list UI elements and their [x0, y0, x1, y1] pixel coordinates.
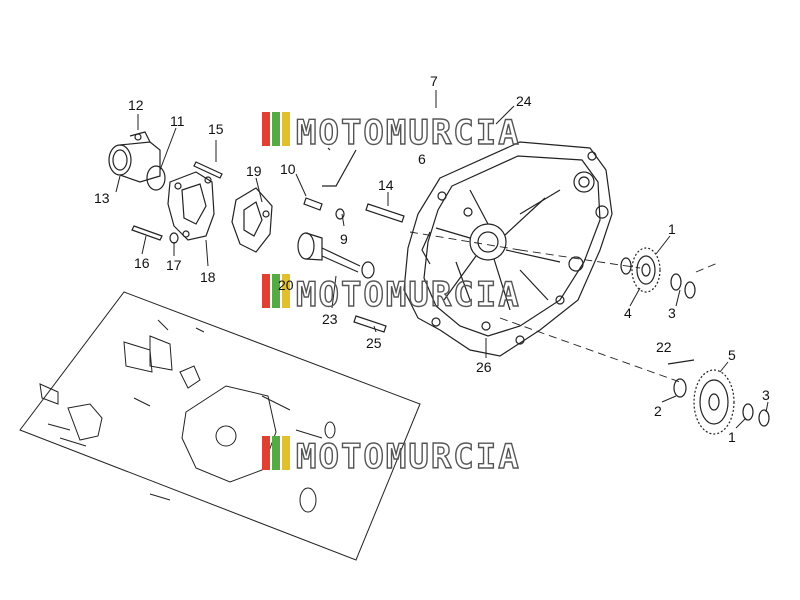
o-ring-11 [146, 165, 166, 191]
callout-1-bottom: 1 [728, 429, 736, 445]
pump-cover-18 [167, 171, 215, 241]
watermark-text: MOTOMURCIA [296, 113, 521, 153]
water-pump-elbow [108, 131, 161, 183]
callout-16: 16 [134, 255, 150, 271]
callout-14: 14 [378, 177, 394, 193]
watermark-middle: MOTOMURCIA [262, 274, 521, 316]
callout-4: 4 [624, 305, 632, 321]
callout-5: 5 [728, 347, 736, 363]
callout-24: 24 [516, 93, 532, 109]
alignment-lines [409, 231, 721, 383]
washers-right-top [620, 257, 696, 299]
callout-26: 26 [476, 359, 492, 375]
callout-12: 12 [128, 97, 144, 113]
callout-18: 18 [200, 269, 216, 285]
bolts-left [131, 147, 405, 333]
callout-6: 6 [418, 151, 426, 167]
callout-20: 20 [278, 277, 294, 293]
callout-13: 13 [94, 190, 110, 206]
watermark-bottom: MOTOMURCIA [262, 436, 521, 478]
callout-9: 9 [340, 231, 348, 247]
callout-3-bottom: 3 [762, 387, 770, 403]
callout-19: 19 [246, 163, 262, 179]
callout-23: 23 [322, 311, 338, 327]
callout-25: 25 [366, 335, 382, 351]
clutch-cover [403, 141, 613, 357]
callout-22: 22 [656, 339, 672, 355]
watermark-top: MOTOMURCIA [262, 112, 521, 154]
leader-lines [115, 90, 769, 429]
watermark-text: MOTOMURCIA [296, 275, 521, 315]
callout-17: 17 [166, 257, 182, 273]
callout-1-top: 1 [668, 221, 676, 237]
gasket-19 [231, 187, 273, 253]
callout-15: 15 [208, 121, 224, 137]
washers-right-bottom [667, 359, 770, 427]
gear-4 [631, 247, 661, 293]
watermark-text: MOTOMURCIA [296, 437, 521, 477]
overview-inset [19, 291, 421, 561]
impeller-shaft-23 [297, 232, 375, 279]
callout-11: 11 [170, 113, 185, 129]
callout-3-top: 3 [668, 305, 676, 321]
callout-7: 7 [430, 73, 438, 89]
gear-5 [693, 369, 735, 435]
callout-2: 2 [654, 403, 662, 419]
callout-labels: 7 24 6 12 11 15 13 10 19 14 9 16 17 18 2… [94, 73, 770, 445]
callout-10: 10 [280, 161, 296, 177]
